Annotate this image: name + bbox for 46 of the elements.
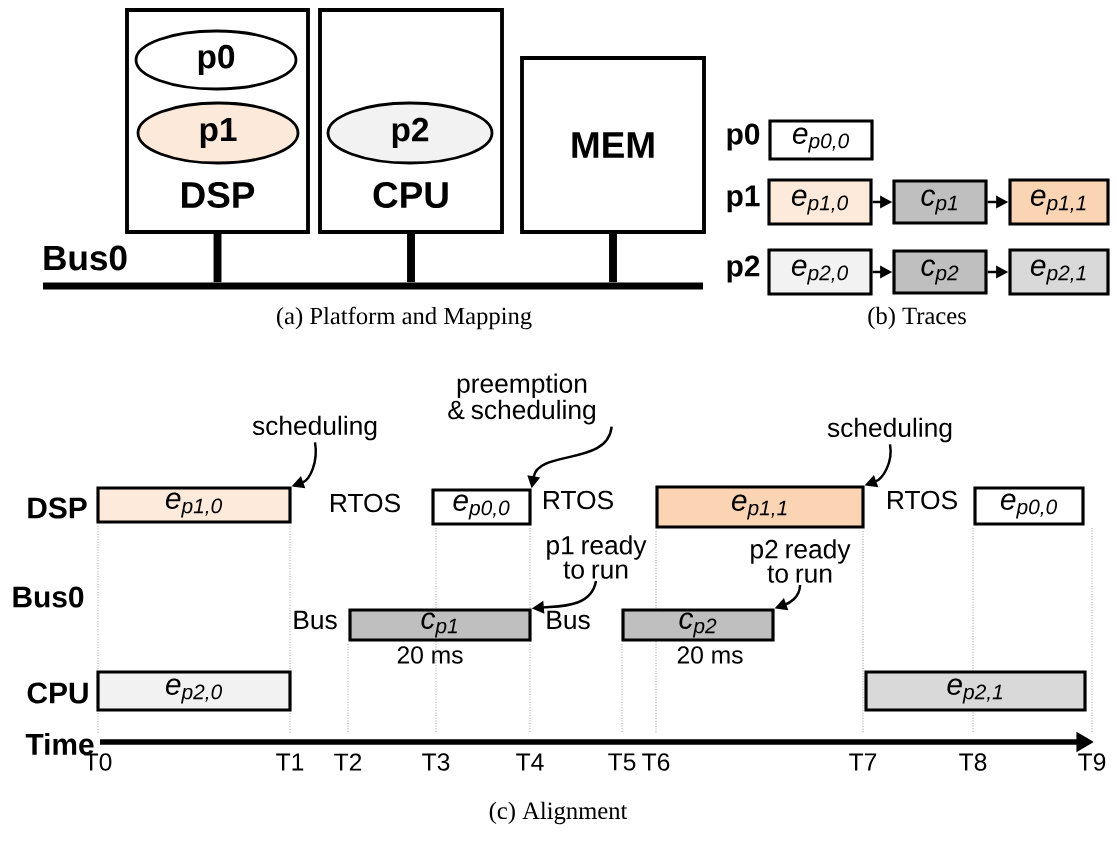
execution-bar: e$_{p2,0}$ <box>96 670 292 712</box>
time-tick-label: T8 <box>959 753 987 771</box>
time-tick-label: T2 <box>334 753 362 771</box>
execution-bar: e$_{p0,0}$ <box>431 488 532 526</box>
bus-label: Bus <box>547 610 590 630</box>
execution-bar: e$_{p2,1}$ <box>864 670 1087 712</box>
communication-bar: c$_{p1}$ <box>348 608 532 642</box>
trace-box: e$_{p0,0}$ <box>768 119 874 161</box>
time-tick-label: T6 <box>642 753 670 771</box>
annotation-text: preemption & scheduling <box>448 373 595 425</box>
memory-box: MEM <box>520 56 706 234</box>
time-tick-label: T9 <box>1078 753 1106 771</box>
time-tick-label: T7 <box>849 753 877 771</box>
axis-label: Time <box>25 733 94 755</box>
execution-bar: e$_{p1,1}$ <box>655 485 865 529</box>
trace-box: c$_{p1}$ <box>892 179 988 225</box>
row-label: Bus0 <box>13 586 84 608</box>
annotation-text: p1 ready to run <box>547 535 647 579</box>
figure-caption: (a) Platform and Mapping <box>277 306 532 330</box>
time-tick-label: T1 <box>276 753 304 771</box>
process-label: p2 <box>727 255 760 283</box>
execution-bar: e$_{p0,0}$ <box>973 486 1085 526</box>
duration-label: 20 ms <box>677 646 743 664</box>
time-tick-label: T4 <box>516 753 544 771</box>
bus-label: Bus <box>294 610 337 630</box>
rtos-label: RTOS <box>888 490 957 510</box>
time-tick-label: T5 <box>608 753 636 771</box>
execution-bar: e$_{p1,0}$ <box>96 486 292 524</box>
trace-box: c$_{p2}$ <box>892 249 988 295</box>
communication-bar: c$_{p2}$ <box>621 608 775 642</box>
rtos-label: RTOS <box>331 493 400 513</box>
annotation-text: scheduling <box>252 415 377 441</box>
annotation-text: p2 ready to run <box>751 539 851 583</box>
bus-line: Bus0 <box>43 245 703 290</box>
duration-label: 20 ms <box>397 646 463 664</box>
trace-box: e$_{p2,0}$ <box>767 248 873 296</box>
time-tick-label: T3 <box>422 753 450 771</box>
annotation-text: scheduling <box>827 417 952 443</box>
trace-box: e$_{p2,1}$ <box>1008 248 1110 296</box>
trace-box: e$_{p1,0}$ <box>767 178 873 226</box>
process-label: p1 <box>727 185 760 213</box>
trace-box: e$_{p1,1}$ <box>1008 178 1110 226</box>
rtos-label: RTOS <box>544 490 613 510</box>
process-label: p0 <box>727 123 760 151</box>
figure-caption: (c) Alignment <box>489 801 628 825</box>
figure-caption: (b) Traces <box>868 306 966 330</box>
